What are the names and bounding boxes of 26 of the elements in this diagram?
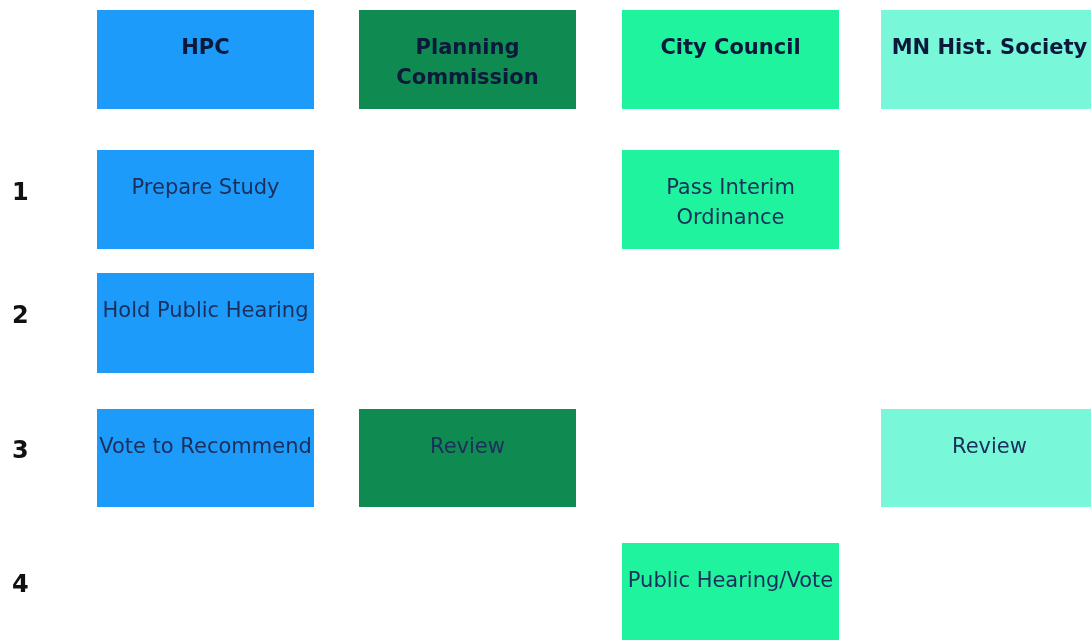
column-header-box [97, 10, 314, 109]
column-title: Planning Commission [395, 34, 540, 91]
step-text: Public Hearing/Vote [626, 567, 835, 594]
step-text: Pass Interim Ordinance [665, 174, 796, 231]
step-box [97, 150, 314, 249]
step-box [97, 273, 314, 373]
step-text: Vote to Recommend [98, 433, 313, 460]
step-box [881, 409, 1091, 507]
step-text: Prepare Study [130, 174, 281, 201]
column-title: City Council [659, 34, 802, 61]
column-title: MN Hist. Society [890, 34, 1089, 61]
step-box [97, 409, 314, 507]
row-number: 2 [12, 301, 29, 329]
step-text: Review [951, 433, 1028, 460]
column-header-box [622, 10, 839, 109]
step-box [359, 409, 576, 507]
row-number: 1 [12, 177, 29, 206]
row-number: 3 [12, 436, 29, 464]
column-header-box [359, 10, 576, 109]
step-text: Review [429, 433, 506, 460]
step-text: Hold Public Hearing [101, 297, 310, 324]
column-header-box [881, 10, 1091, 109]
column-title: HPC [180, 34, 231, 61]
row-number: 4 [12, 569, 29, 598]
step-box [622, 150, 839, 249]
step-box [622, 543, 839, 640]
